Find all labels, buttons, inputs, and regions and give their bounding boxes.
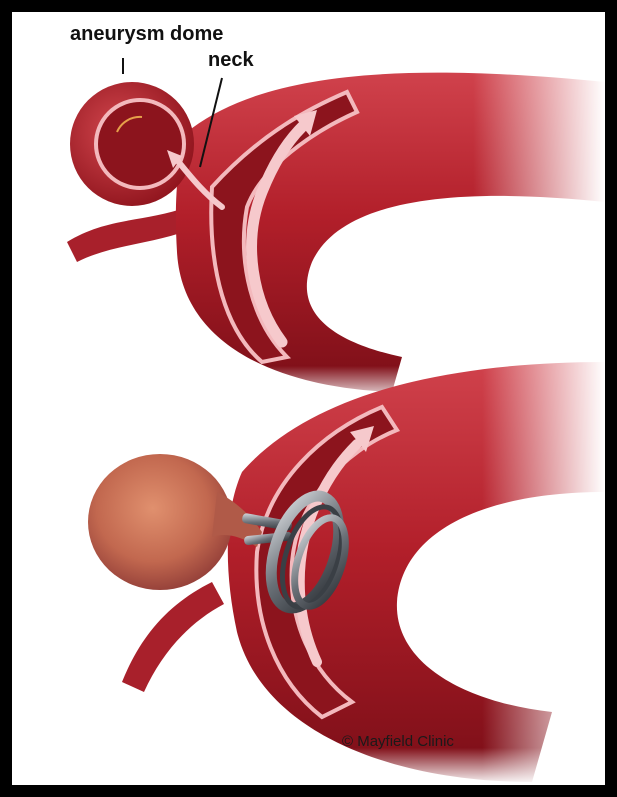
aneurysm-clipping-illustration	[12, 12, 605, 785]
bottom-clipped-figure	[88, 352, 605, 785]
illustration-panel: aneurysm dome neck © Mayfield Clinic	[12, 12, 605, 785]
bottom-clipped-dome	[88, 454, 232, 590]
credit-text: © Mayfield Clinic	[342, 734, 454, 749]
bottom-branch-vessel	[122, 582, 224, 692]
aneurysm-dome-label: aneurysm dome	[70, 24, 223, 44]
top-dome-inner-wall	[96, 100, 184, 188]
neck-label: neck	[208, 50, 254, 70]
